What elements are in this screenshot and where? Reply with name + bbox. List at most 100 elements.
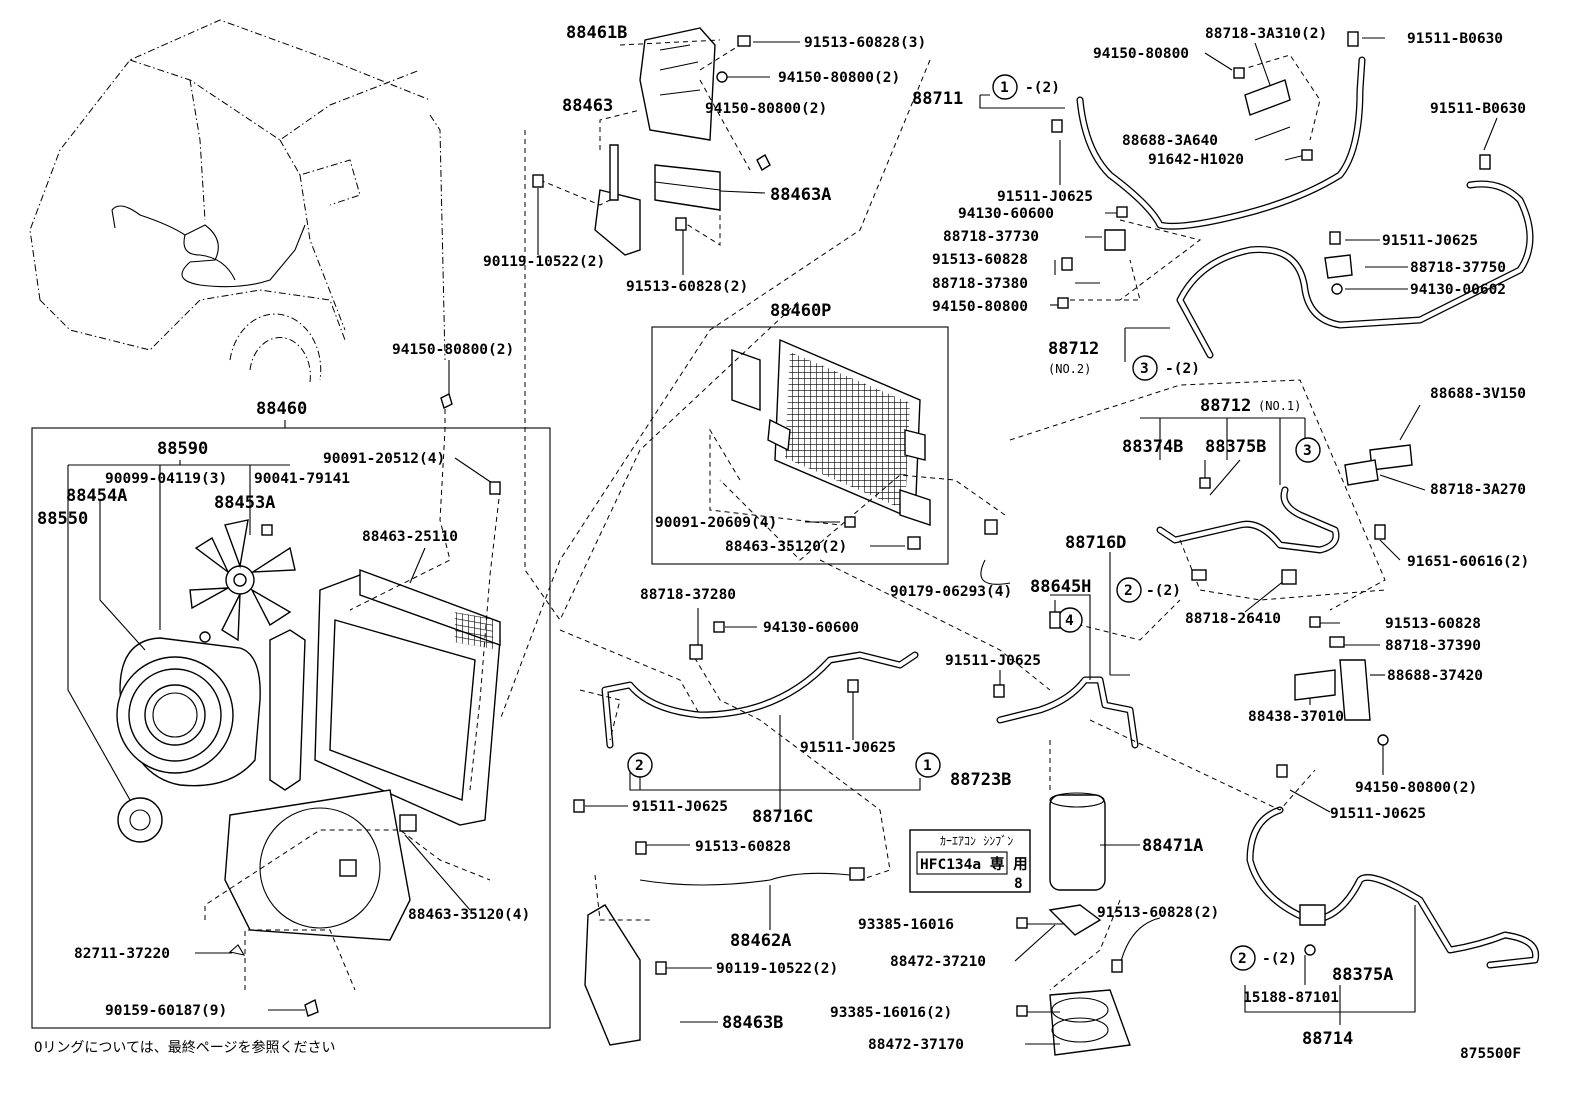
part-label: 94150-80800(2) xyxy=(705,101,827,117)
part-label: 88472-37170 xyxy=(868,1037,964,1053)
part-label: 91651-60616(2) xyxy=(1407,554,1529,570)
part-label: 94150-80800(2) xyxy=(392,342,514,358)
receiver-88471a-part xyxy=(1049,792,1106,891)
part-label: 91513-60828(2) xyxy=(626,279,748,295)
part-label: 90119-10522(2) xyxy=(483,254,605,270)
group-labels: 88711 88712 (NO.2) 88712 (NO.1) 88716D 8… xyxy=(752,89,1301,827)
part-label: 94130-60600 xyxy=(958,206,1054,222)
bracket-88461b-part xyxy=(639,27,716,141)
svg-text:1: 1 xyxy=(1000,80,1009,96)
part-label: 93385-16016(2) xyxy=(830,1005,952,1021)
group-88712-no2-label: 88712 xyxy=(1048,339,1099,359)
hose-88716c-part xyxy=(601,651,919,749)
part-label: 88718-37730 xyxy=(943,229,1039,245)
part-label: 82711-37220 xyxy=(74,946,170,962)
part-label: 94150-80800 xyxy=(932,299,1028,315)
circle-2-716c xyxy=(627,752,653,778)
fan-shroud-part xyxy=(269,568,501,826)
svg-text:-(2): -(2) xyxy=(1262,951,1297,967)
part-label: 88718-3A270 xyxy=(1430,482,1526,498)
condenser-label: 88460P xyxy=(770,301,831,321)
bracket-88463a-part xyxy=(654,164,721,211)
part-label: 90099-04119(3) xyxy=(105,471,227,487)
leader-lines xyxy=(67,37,1498,1045)
svg-text:3: 3 xyxy=(1140,361,1149,377)
part-label: 94150-80800 xyxy=(1093,46,1189,62)
part-label: 91511-J0625 xyxy=(945,653,1041,669)
assembly-lines xyxy=(204,39,1386,991)
svg-text:3: 3 xyxy=(1303,443,1312,459)
part-label: 90119-10522(2) xyxy=(716,961,838,977)
group-88712-no1-label: 88712 xyxy=(1200,396,1251,416)
part-label: 94150-80800(2) xyxy=(1355,780,1477,796)
group-88712-no2-sub: (NO.2) xyxy=(1048,362,1091,376)
part-label: 90091-20609(4) xyxy=(655,515,777,531)
bracket-88463b-part xyxy=(584,904,641,1046)
part-label: 88590 xyxy=(157,439,208,459)
group-88712-no1-sub: (NO.1) xyxy=(1258,399,1301,413)
part-label: 88472-37210 xyxy=(890,954,986,970)
part-label: 91511-J0625 xyxy=(1382,233,1478,249)
callout-circles: 1 -(2) 3 -(2) 3 2 -(2) 4 2 1 2 -(2) xyxy=(627,74,1321,971)
svg-text:-(2): -(2) xyxy=(1165,361,1200,377)
circle-3-no2 xyxy=(1132,355,1158,381)
part-label: 91642-H1020 xyxy=(1148,152,1244,168)
fan-unit-label: 88460 xyxy=(256,399,307,419)
part-label: 88723B xyxy=(950,770,1011,790)
wire-88462a-part xyxy=(639,867,865,886)
part-label: 90179-06293(4) xyxy=(890,584,1012,600)
part-label: 88462A xyxy=(730,931,791,951)
part-label: 88463A xyxy=(770,185,831,205)
part-label: 94130-60600 xyxy=(763,620,859,636)
hose-88716d-part xyxy=(996,676,1139,749)
part-label: 91513-60828 xyxy=(695,839,791,855)
part-label: 88718-37280 xyxy=(640,587,736,603)
part-label: 91511-B0630 xyxy=(1430,101,1526,117)
part-label: 88714 xyxy=(1302,1029,1353,1049)
part-label: 88453A xyxy=(214,493,275,513)
part-label: 90091-20512(4) xyxy=(323,451,445,467)
part-label: 88463-35120(4) xyxy=(408,907,530,923)
bracket-88463-part xyxy=(594,144,641,256)
part-label: 88688-3V150 xyxy=(1430,386,1526,402)
part-label: 88718-3A310(2) xyxy=(1205,26,1327,42)
label-card-line1: ｶｰｴｱｺﾝ ｼﾝﾌﾞﾝ xyxy=(940,834,1013,848)
svg-text:2: 2 xyxy=(1124,583,1133,599)
part-label: 88718-26410 xyxy=(1185,611,1281,627)
part-label: 88688-37420 xyxy=(1387,668,1483,684)
part-label: 88461B xyxy=(566,23,627,43)
pipe-88712-no2-part xyxy=(1176,180,1534,359)
svg-text:2: 2 xyxy=(635,758,644,774)
group-88716d-label: 88716D xyxy=(1065,533,1126,553)
part-label: 88375A xyxy=(1332,965,1393,985)
part-label: 91511-J0625 xyxy=(1330,806,1426,822)
part-label: 93385-16016 xyxy=(858,917,954,933)
o-ring-footnote: Oリングについては、最終ページを参照ください xyxy=(34,1039,335,1056)
svg-text:4: 4 xyxy=(1065,613,1074,629)
part-label: 91513-60828(2) xyxy=(1097,905,1219,921)
circle-2-714 xyxy=(1230,945,1256,971)
group-88716c-label: 88716C xyxy=(752,807,813,827)
part-label: 88645H xyxy=(1030,577,1091,597)
vehicle-sketch xyxy=(29,19,446,383)
part-label: 88463-35120(2) xyxy=(725,539,847,555)
part-label: 88374B xyxy=(1122,437,1183,457)
part-label: 90041-79141 xyxy=(254,471,350,487)
part-label: 88454A xyxy=(66,486,127,506)
fan-blade-part xyxy=(189,519,296,642)
circle-1-top xyxy=(992,74,1018,100)
condenser-part xyxy=(731,338,998,550)
svg-text:-(2): -(2) xyxy=(1025,80,1060,96)
part-label: 91513-60828(3) xyxy=(804,35,926,51)
group-88711-label: 88711 xyxy=(912,89,963,109)
part-label: 15188-87101 xyxy=(1243,990,1339,1006)
svg-text:2: 2 xyxy=(1238,951,1247,967)
circle-2-716d xyxy=(1116,577,1142,603)
pipe-88714-part xyxy=(1246,806,1540,969)
part-label: 94150-80800(2) xyxy=(778,70,900,86)
fasteners xyxy=(199,31,1491,1017)
part-label: 88718-37750 xyxy=(1410,260,1506,276)
part-label: 88463B xyxy=(722,1013,783,1033)
part-labels: 88461B 91513-60828(3) 94150-80800(2) 884… xyxy=(37,23,1529,1053)
bracket-88472-part xyxy=(1048,904,1131,1056)
